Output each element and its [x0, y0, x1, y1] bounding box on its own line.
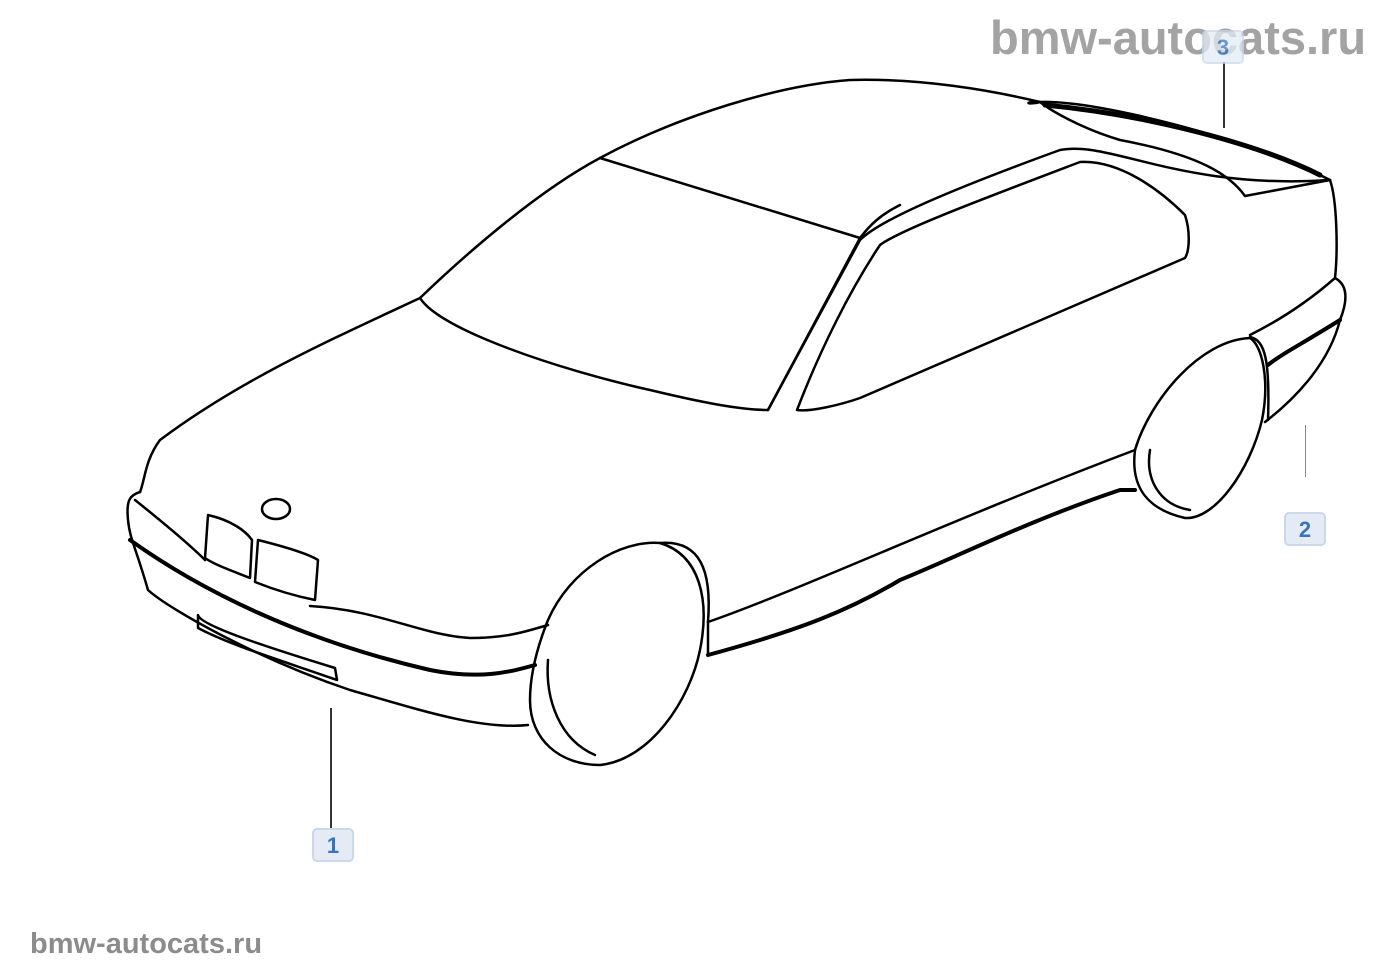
callout-2[interactable]: 2: [1284, 512, 1326, 546]
watermark-top: bmw-autocats.ru: [990, 11, 1367, 64]
callout-3[interactable]: 3: [1202, 30, 1244, 64]
leader-line-1: [330, 708, 332, 828]
leader-line-3: [1223, 62, 1225, 128]
watermark-bottom: bmw-autocats.ru: [30, 928, 263, 960]
leader-line-2: [1305, 425, 1306, 477]
callout-1[interactable]: 1: [312, 828, 354, 862]
